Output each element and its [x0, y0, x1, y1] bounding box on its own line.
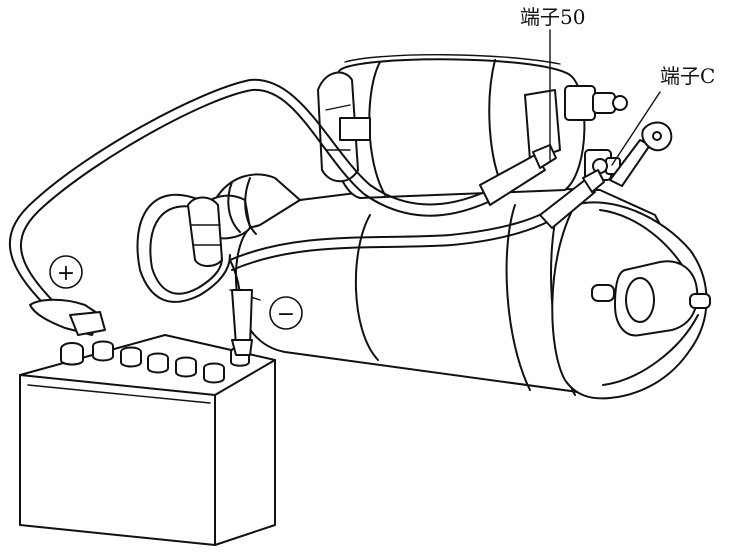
negative-sign: −: [277, 302, 295, 327]
negative-symbol: −: [269, 296, 303, 330]
positive-symbol: +: [49, 255, 83, 289]
solenoid: [317, 54, 673, 199]
terminal-c-callout: 端子C: [611, 64, 715, 166]
terminal-50-callout: 端子50: [520, 5, 585, 161]
starter-motor: [199, 173, 711, 400]
test-cables: [9, 78, 605, 356]
terminal-c-label: 端子C: [660, 64, 715, 88]
battery-cell-caps: [92, 340, 225, 384]
positive-sign: +: [57, 261, 75, 286]
battery: [19, 334, 276, 546]
terminal-50-label: 端子50: [520, 5, 585, 29]
